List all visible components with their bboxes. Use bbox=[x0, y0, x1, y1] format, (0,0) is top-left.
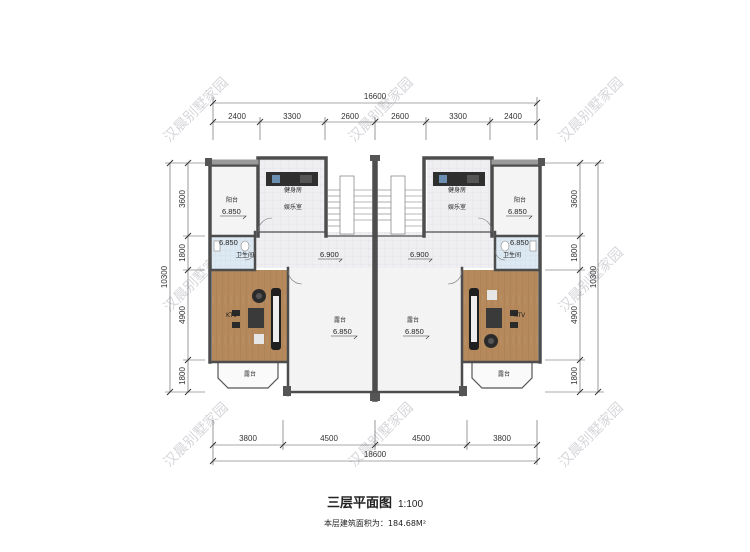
walls bbox=[205, 155, 545, 402]
drawing-name: 三层平面图 bbox=[326, 496, 392, 511]
elevation-balcony-right: 6.850 bbox=[508, 207, 527, 216]
floor-area: 本层建筑面积为：184.68M² bbox=[323, 519, 427, 528]
right-dimensions bbox=[545, 159, 604, 396]
dim-top-segment: 2600 bbox=[341, 112, 359, 121]
terrace-right bbox=[376, 268, 462, 390]
terrace-label: 露台 bbox=[407, 316, 419, 324]
gym-label: 健身房 bbox=[448, 186, 466, 194]
watermark-text: 汉晨别墅家园 bbox=[345, 399, 416, 470]
ktv-furniture bbox=[232, 288, 518, 350]
drawing-title: 三层平面图 1:100 bbox=[0, 492, 750, 511]
dim-bottom-total: 18600 bbox=[364, 450, 387, 459]
dim-right-segment: 3600 bbox=[570, 190, 579, 208]
elevation-terrace-left: 6.850 bbox=[333, 327, 352, 336]
elevation-markers bbox=[220, 215, 533, 340]
balcony-right bbox=[492, 167, 538, 235]
bottom-dimensions bbox=[209, 420, 541, 465]
bathroom-fixtures bbox=[213, 240, 537, 252]
bay-label: 露台 bbox=[244, 370, 256, 378]
balcony-label: 阳台 bbox=[514, 196, 526, 204]
dim-top-segment: 3300 bbox=[449, 112, 467, 121]
dim-top-segment: 2400 bbox=[504, 112, 522, 121]
elevation-bath-right: 6.850 bbox=[510, 238, 529, 247]
dim-bottom-segment: 4500 bbox=[412, 434, 430, 443]
entertainment-label: 娱乐室 bbox=[284, 203, 302, 211]
dim-bottom-segment: 4500 bbox=[320, 434, 338, 443]
dim-top-segment: 2600 bbox=[391, 112, 409, 121]
watermark-text: 汉晨别墅家园 bbox=[345, 74, 416, 145]
building bbox=[212, 160, 538, 390]
dim-right-segment: 4900 bbox=[570, 306, 579, 324]
elevation-hall-right: 6.900 bbox=[410, 250, 429, 259]
balcony-left bbox=[212, 167, 258, 235]
dim-bottom-segment: 3800 bbox=[239, 434, 257, 443]
elevation-balcony-left: 6.850 bbox=[222, 207, 241, 216]
gym-left bbox=[260, 160, 324, 232]
entertainment-label: 娱乐室 bbox=[448, 203, 466, 211]
dim-right-segment: 1800 bbox=[570, 244, 579, 262]
gym-right bbox=[427, 160, 491, 232]
dim-right-segment: 1800 bbox=[570, 367, 579, 385]
stairs bbox=[328, 175, 422, 235]
left-dimensions bbox=[165, 159, 205, 396]
watermark-text: 汉晨别墅家园 bbox=[555, 399, 626, 470]
watermark-text: 汉晨别墅家园 bbox=[160, 399, 231, 470]
top-dimensions bbox=[209, 97, 541, 140]
terrace-label: 露台 bbox=[334, 316, 346, 324]
terrace-left bbox=[288, 268, 374, 390]
dim-top-segment: 3300 bbox=[283, 112, 301, 121]
dim-left-segment: 1800 bbox=[178, 367, 187, 385]
drawing-scale: 1:100 bbox=[397, 499, 424, 510]
dim-top-total: 16600 bbox=[364, 92, 387, 101]
bay-label: 露台 bbox=[498, 370, 510, 378]
gym-label: 健身房 bbox=[284, 186, 302, 194]
bathroom-label: 卫生间 bbox=[503, 251, 521, 259]
gym-equipment bbox=[266, 172, 485, 186]
balcony-label: 阳台 bbox=[226, 196, 238, 204]
dim-bottom-segment: 3800 bbox=[493, 434, 511, 443]
elevation-hall-left: 6.900 bbox=[320, 250, 339, 259]
elevation-bath-left: 6.850 bbox=[219, 238, 238, 247]
ktv-label: KTV bbox=[514, 312, 526, 319]
dim-right-total: 10300 bbox=[589, 265, 598, 288]
doors bbox=[244, 217, 506, 285]
dim-top-segment: 2400 bbox=[228, 112, 246, 121]
watermark-text: 汉晨别墅家园 bbox=[160, 74, 231, 145]
room-labels: 阳台 6.850 阳台 6.850 健身房 娱乐室 健身房 娱乐室 6.850 … bbox=[219, 186, 529, 378]
elevation-terrace-right: 6.850 bbox=[405, 327, 424, 336]
bathroom-label: 卫生间 bbox=[236, 251, 254, 259]
dim-left-segment: 4900 bbox=[178, 306, 187, 324]
dim-left-segment: 3600 bbox=[178, 190, 187, 208]
watermark-text: 汉晨别墅家园 bbox=[555, 74, 626, 145]
ktv-label: KTV bbox=[226, 312, 238, 319]
dim-left-total: 10300 bbox=[160, 265, 169, 288]
dim-left-segment: 1800 bbox=[178, 244, 187, 262]
